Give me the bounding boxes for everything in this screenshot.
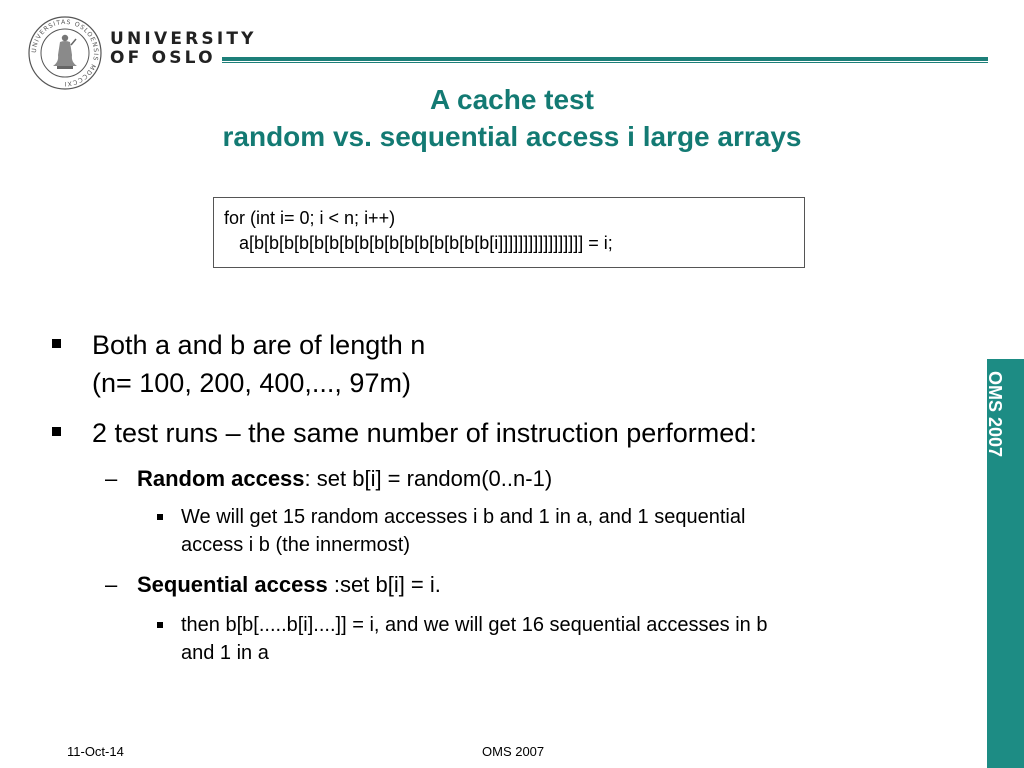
bullet-test-runs-text: 2 test runs – the same number of instruc… [92,418,757,448]
bullet-lengths-line1: Both a and b are of length n [92,330,426,360]
university-seal-logo: UNIVERSITAS OSLOENSIS MDCCCXI [28,16,102,90]
code-box: for (int i= 0; i < n; i++) a[b[b[b[b[b[b… [213,197,805,268]
code-line-2: a[b[b[b[b[b[b[b[b[b[b[b[b[b[b[b[b[i]]]]]… [224,233,613,253]
side-tab: OMS 2007 [985,359,1024,768]
detail-random-line1: We will get 15 random accesses i b and 1… [181,506,746,528]
random-access-text: : set b[i] = random(0..n-1) [304,466,553,491]
footer-date: 11-Oct-14 [67,744,124,759]
square-bullet-icon [157,514,163,520]
slide-title: A cache test random vs. sequential acces… [0,81,1024,155]
square-bullet-icon [52,427,61,436]
university-name-line1: UNIVERSITY [110,29,257,49]
university-name: UNIVERSITY OF OSLO [110,30,257,68]
university-name-line2: OF OSLO [110,48,216,68]
detail-sequential-line2: and 1 in a [181,642,269,664]
detail-random-line2: access i b (the innermost) [181,534,410,556]
detail-sequential-line1: then b[b[.....b[i]....]] = i, and we wil… [181,614,768,636]
dash-bullet: – [105,466,118,491]
sequential-access-label: Sequential access [137,572,328,597]
slide-title-line2: random vs. sequential access i large arr… [222,121,802,152]
slide-title-line1: A cache test [430,84,594,115]
header-rule [222,57,988,63]
bullet-lengths-line2: (n= 100, 200, 400,..., 97m) [92,368,411,398]
square-bullet-icon [52,339,61,348]
random-access-label: Random access [137,466,305,491]
side-tab-label: OMS 2007 [985,371,1005,458]
dash-bullet: – [105,572,118,597]
code-line-1: for (int i= 0; i < n; i++) [224,208,396,228]
sequential-access-text: :set b[i] = i. [327,572,441,597]
square-bullet-icon [157,622,163,628]
footer-center: OMS 2007 [482,744,545,759]
